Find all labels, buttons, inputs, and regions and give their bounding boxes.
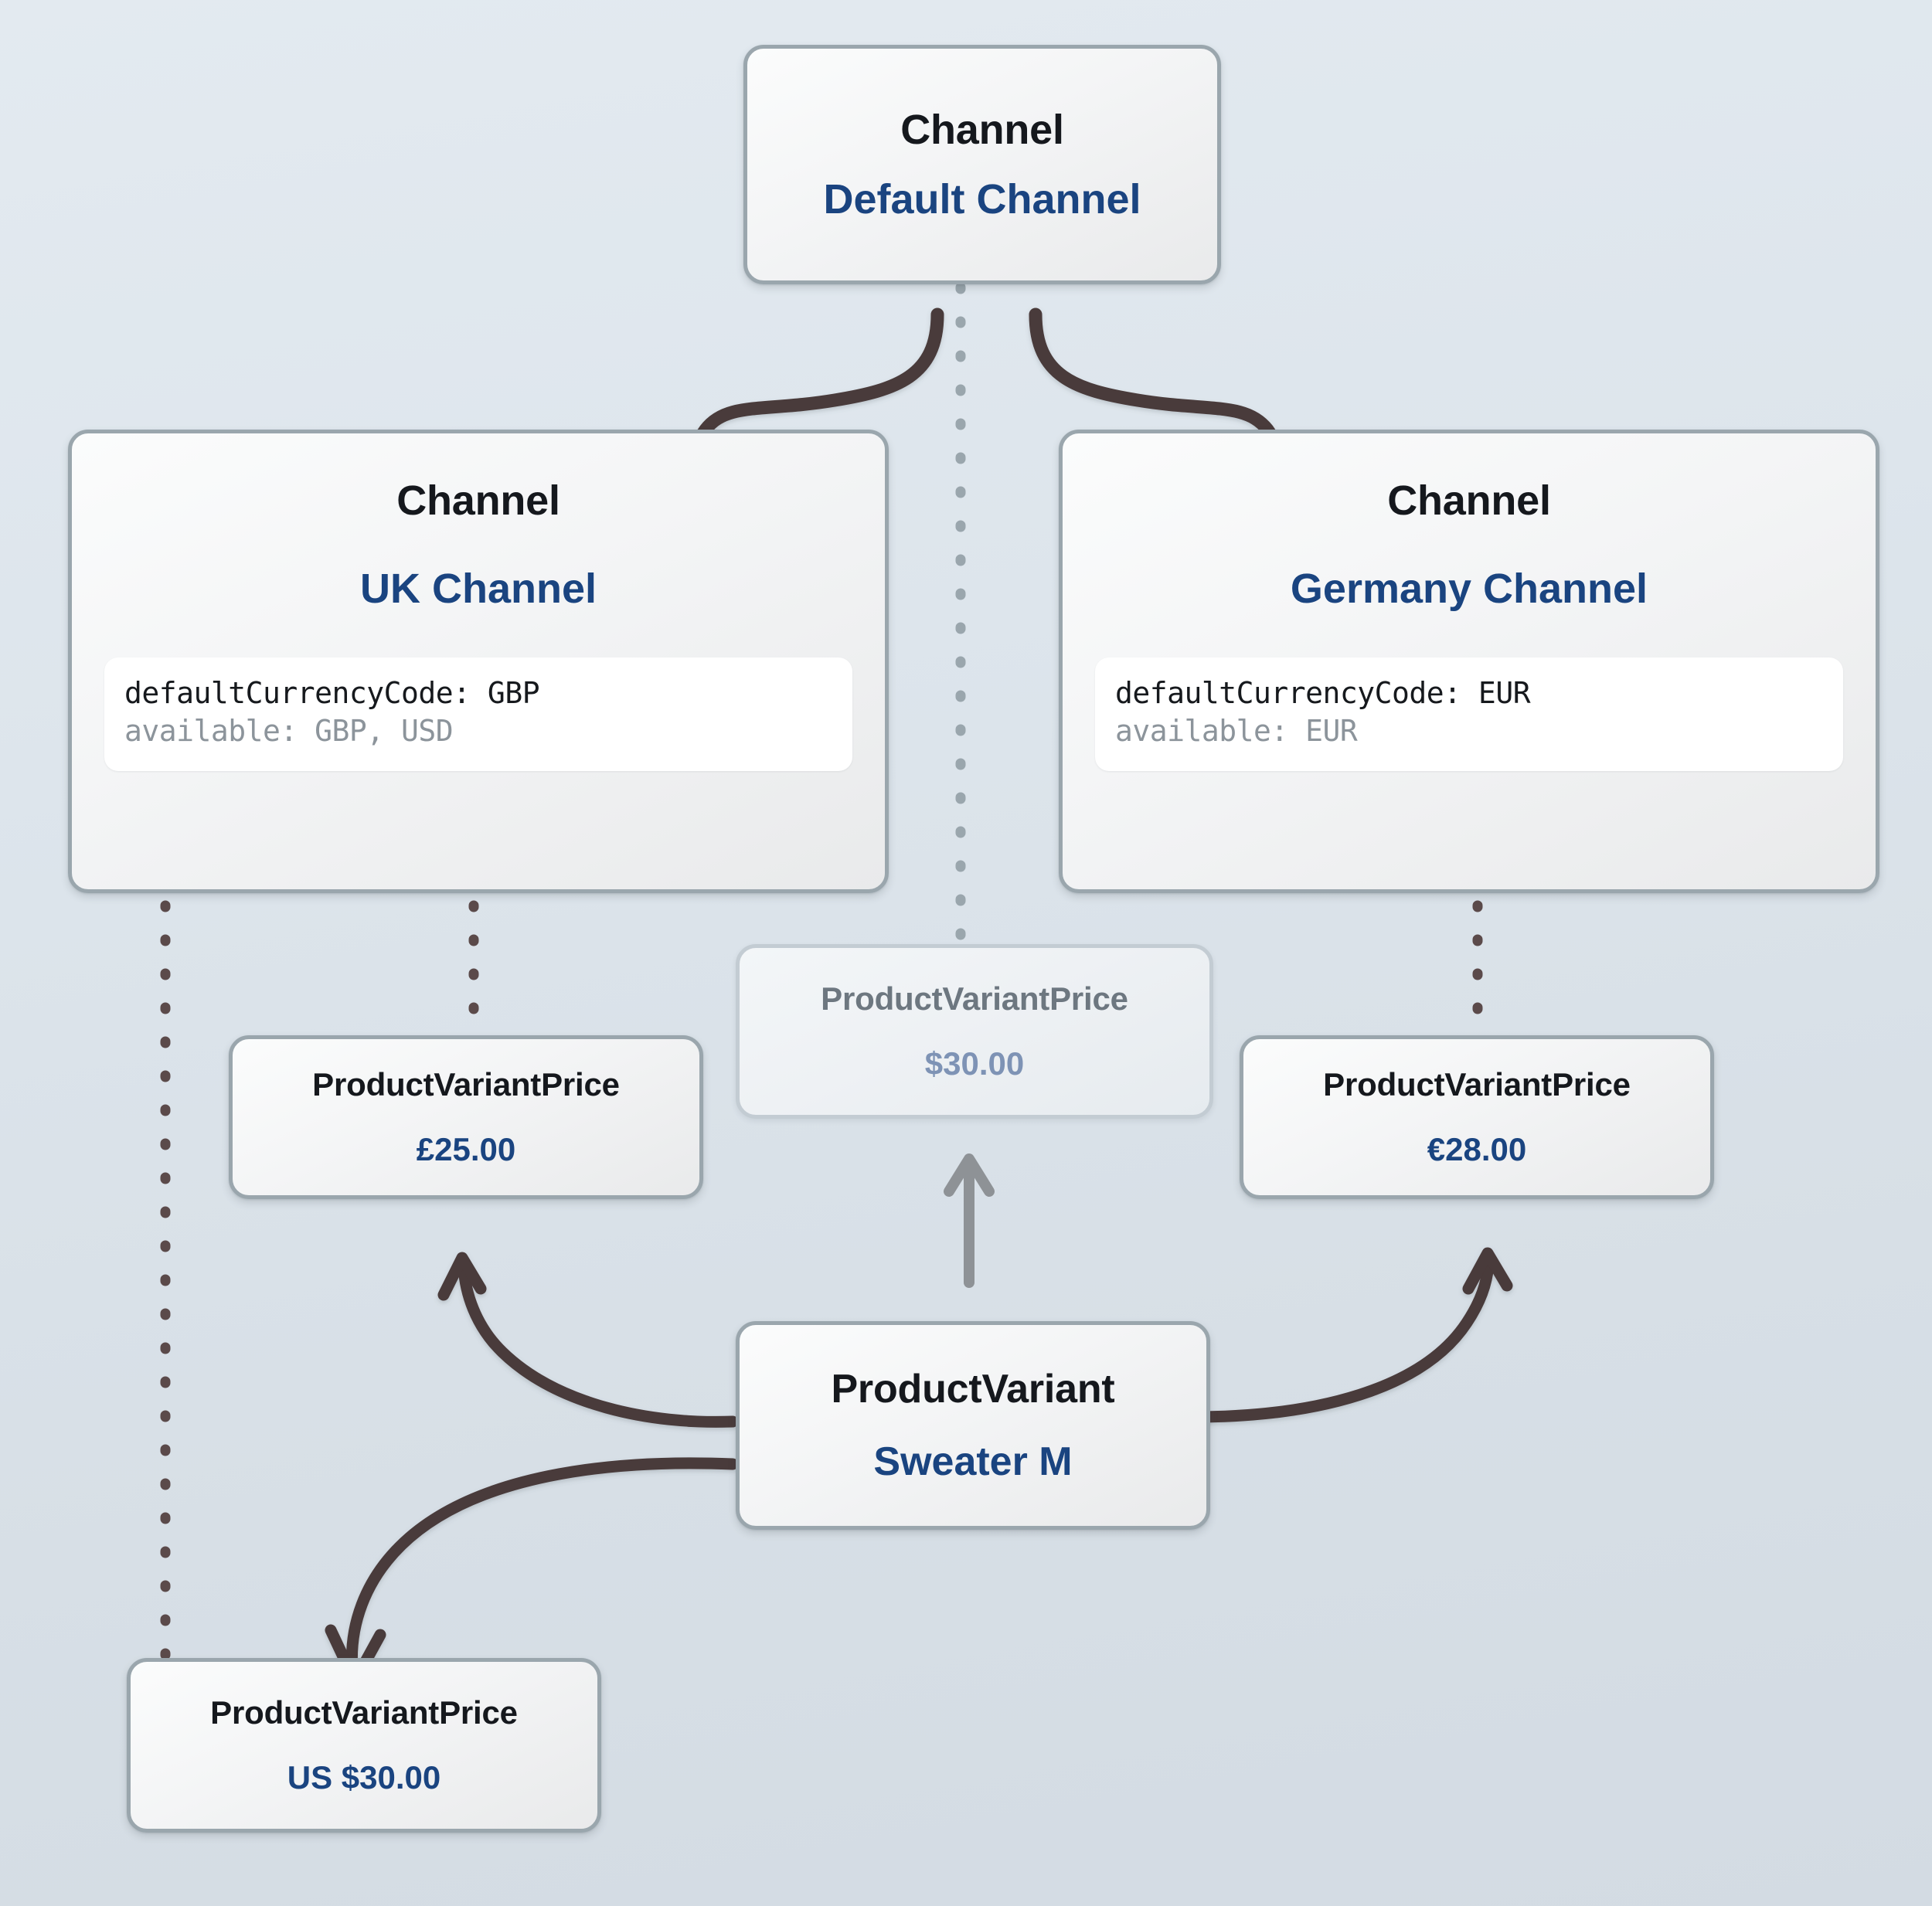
node-channel-default[interactable]: Channel Default Channel xyxy=(743,45,1221,284)
node-price-usd[interactable]: ProductVariantPrice US $30.00 xyxy=(127,1658,601,1833)
node-name-label: €28.00 xyxy=(1427,1131,1527,1167)
prop-available-currencies: available: EUR xyxy=(1115,714,1358,749)
node-name-label: Default Channel xyxy=(823,176,1141,223)
edge-arrow-variant-to-price-uk xyxy=(437,1252,739,1428)
edge-arrow-variant-to-price-de xyxy=(1198,1247,1513,1423)
node-type-label: ProductVariantPrice xyxy=(1323,1066,1631,1102)
prop-default-currency-code: defaultCurrencyCode: GBP xyxy=(124,676,540,710)
node-price-eur[interactable]: ProductVariantPrice €28.00 xyxy=(1240,1035,1714,1199)
node-type-label: Channel xyxy=(900,107,1064,153)
node-price-default-usd[interactable]: ProductVariantPrice $30.00 xyxy=(736,944,1213,1119)
prop-available-currencies: available: GBP, USD xyxy=(124,714,454,749)
node-channel-germany[interactable]: Channel Germany Channel defaultCurrencyC… xyxy=(1059,430,1879,893)
node-type-label: ProductVariantPrice xyxy=(312,1066,620,1102)
node-name-label: Sweater M xyxy=(873,1439,1073,1484)
node-price-gbp[interactable]: ProductVariantPrice £25.00 xyxy=(229,1035,703,1199)
channel-properties-panel: defaultCurrencyCode: GBP available: GBP,… xyxy=(104,657,852,771)
node-channel-uk[interactable]: Channel UK Channel defaultCurrencyCode: … xyxy=(68,430,889,893)
node-type-label: Channel xyxy=(1387,477,1551,524)
node-type-label: ProductVariantPrice xyxy=(210,1694,518,1731)
node-type-label: ProductVariant xyxy=(831,1367,1115,1412)
node-name-label: UK Channel xyxy=(359,566,597,612)
node-name-label: $30.00 xyxy=(924,1045,1025,1082)
channel-properties-panel: defaultCurrencyCode: EUR available: EUR xyxy=(1095,657,1843,771)
edge-arrow-variant-to-price-default xyxy=(944,1153,995,1288)
node-type-label: Channel xyxy=(396,477,560,524)
edge-arrow-variant-to-price-us xyxy=(325,1457,739,1687)
node-type-label: ProductVariantPrice xyxy=(821,980,1128,1017)
node-name-label: Germany Channel xyxy=(1290,566,1648,612)
node-name-label: £25.00 xyxy=(416,1131,516,1167)
node-name-label: US $30.00 xyxy=(287,1759,441,1796)
prop-default-currency-code: defaultCurrencyCode: EUR xyxy=(1115,676,1531,710)
node-product-variant[interactable]: ProductVariant Sweater M xyxy=(736,1321,1210,1530)
